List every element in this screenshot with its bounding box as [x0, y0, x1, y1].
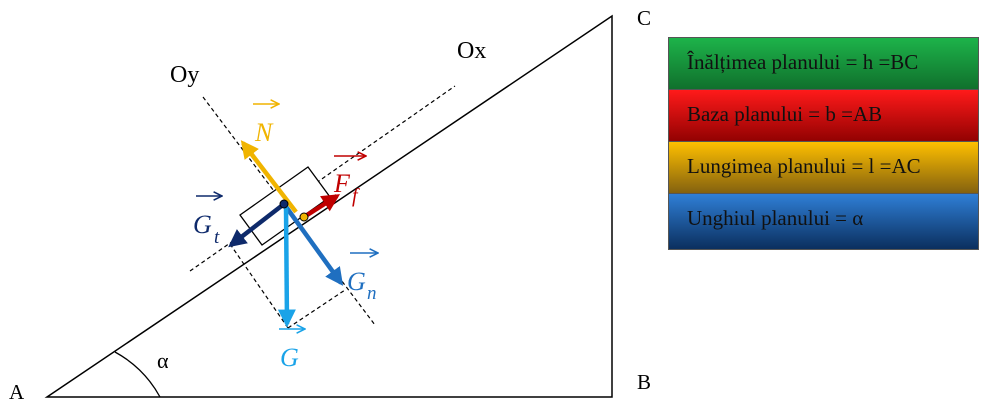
point-b-label: B [637, 370, 651, 394]
legend-angle-label: Unghiul planului = α [687, 206, 864, 230]
legend-height-label: Înălțimea planului = h =BC [687, 50, 919, 74]
inclined-plane-triangle [44, 14, 613, 398]
angle-arc [114, 351, 161, 398]
legend-length: Lungimea planului = l =AC [668, 141, 979, 198]
legend-length-label: Lungimea planului = l =AC [687, 154, 921, 178]
friction-force-subscript: f [352, 185, 360, 207]
friction-force-arrow [302, 194, 341, 219]
gn-projection-line [287, 289, 346, 329]
tangential-component-label: G [193, 210, 212, 239]
friction-application-point [299, 212, 309, 222]
normal-component-arrow [282, 202, 344, 286]
oy-axis-label: Oy [170, 62, 199, 88]
normal-component-label: G [347, 267, 366, 296]
friction-force-label: F [333, 169, 351, 198]
normal-force-label: N [254, 118, 274, 147]
ox-axis-label: Ox [457, 38, 486, 64]
ox-axis [189, 85, 456, 272]
legend-base-label: Baza planului = b =AB [687, 102, 883, 126]
tangential-component-arrow [228, 202, 286, 248]
legend-angle: Unghiul planului = α [668, 193, 979, 250]
weight-arrow [277, 205, 296, 328]
point-a-label: A [9, 380, 25, 404]
point-c-label: C [637, 6, 651, 30]
legend-height: Înălțimea planului = h =BC [668, 37, 979, 94]
center-of-mass-point [279, 199, 289, 209]
angle-label: α [157, 348, 169, 373]
legend-base: Baza planului = b =AB [668, 89, 979, 146]
tangential-component-subscript: t [214, 227, 220, 248]
normal-force-arrow [240, 140, 298, 214]
normal-component-subscript: n [367, 283, 377, 304]
weight-projection-line [229, 243, 289, 329]
weight-label: G [280, 343, 299, 372]
